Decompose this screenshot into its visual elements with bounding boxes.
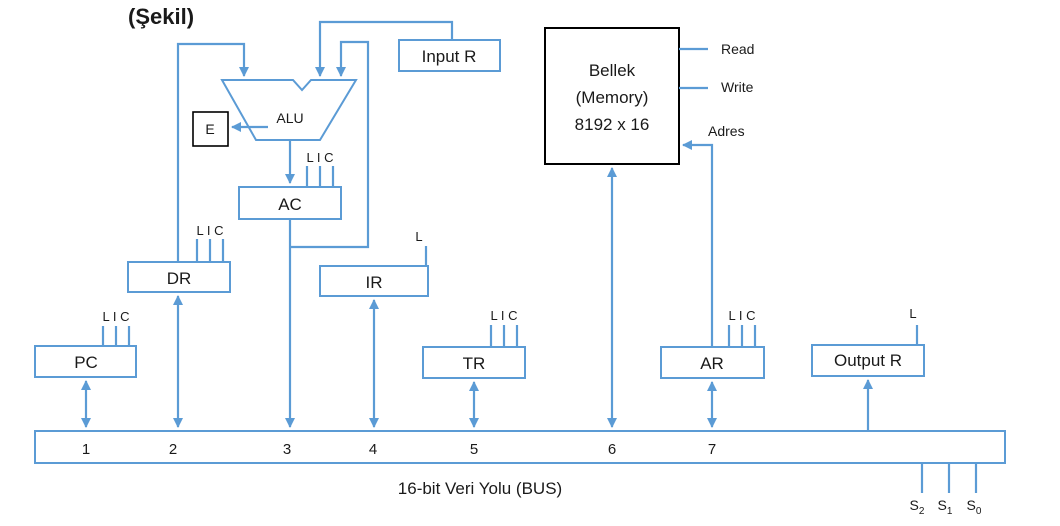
ar-lic-label: L I C	[729, 308, 756, 323]
svg-text:(Memory): (Memory)	[576, 88, 649, 107]
dr-control-lines	[195, 239, 225, 262]
ir-l-label: L	[415, 229, 422, 244]
bus-port-5: 5	[470, 441, 478, 458]
memory-block: Bellek (Memory) 8192 x 16	[544, 27, 680, 165]
ac-control-lines	[305, 166, 335, 187]
memory-write-label: Write	[721, 79, 754, 95]
ir-register: IR	[319, 265, 429, 297]
dr-register: DR	[127, 261, 231, 293]
svg-text:DR: DR	[167, 269, 192, 288]
ac-register: AC	[238, 186, 342, 220]
pc-control-lines	[101, 326, 131, 346]
svg-text:E: E	[205, 121, 214, 137]
ar-register: AR	[660, 346, 765, 379]
bus-port-1: 1	[82, 441, 90, 458]
bus-label: 16-bit Veri Yolu (BUS)	[398, 479, 562, 498]
svg-text:AR: AR	[700, 354, 724, 373]
pc-register: PC	[34, 345, 137, 378]
tr-control-lines	[489, 325, 519, 347]
svg-text:Bellek: Bellek	[589, 61, 636, 80]
alu-block	[220, 79, 358, 141]
select-lines	[920, 463, 978, 493]
dr-to-alu-wire	[176, 42, 249, 262]
svg-text:AC: AC	[278, 195, 302, 214]
select-s0: S0	[967, 497, 982, 517]
dr-lic-label: L I C	[197, 223, 224, 238]
svg-text:Input R: Input R	[422, 47, 477, 66]
tr-lic-label: L I C	[491, 308, 518, 323]
e-register: E	[192, 111, 229, 147]
bus-port-6: 6	[608, 441, 616, 458]
svg-text:Output R: Output R	[834, 351, 902, 370]
title-fragment: (Şekil)	[128, 4, 194, 29]
ac-lic-label: L I C	[307, 150, 334, 165]
input-to-alu-wire	[315, 20, 454, 77]
ar-control-lines	[727, 325, 757, 347]
tr-register: TR	[422, 346, 526, 379]
svg-text:PC: PC	[74, 353, 98, 372]
bus-bar	[34, 430, 1006, 464]
ac-feedback-wire	[290, 40, 370, 249]
svg-text:IR: IR	[366, 273, 383, 292]
bus-port-7: 7	[708, 441, 716, 458]
input-register: Input R	[398, 39, 501, 72]
memory-address-label: Adres	[708, 123, 745, 139]
svg-text:TR: TR	[463, 354, 486, 373]
bus-port-4: 4	[369, 441, 377, 458]
select-s2: S2	[910, 497, 925, 517]
pc-lic-label: L I C	[103, 309, 130, 324]
bus-port-labels: 1 2 3 4 5 6 7	[82, 441, 716, 458]
alu-label: ALU	[276, 110, 303, 126]
output-l-label: L	[909, 306, 916, 321]
select-s1: S1	[938, 497, 953, 517]
ar-to-memory-address-wire	[682, 140, 714, 347]
bus-port-3: 3	[283, 441, 291, 458]
output-register: Output R	[811, 344, 925, 377]
svg-text:8192 x 16: 8192 x 16	[575, 115, 650, 134]
memory-read-label: Read	[721, 41, 754, 57]
bus-port-2: 2	[169, 441, 177, 458]
